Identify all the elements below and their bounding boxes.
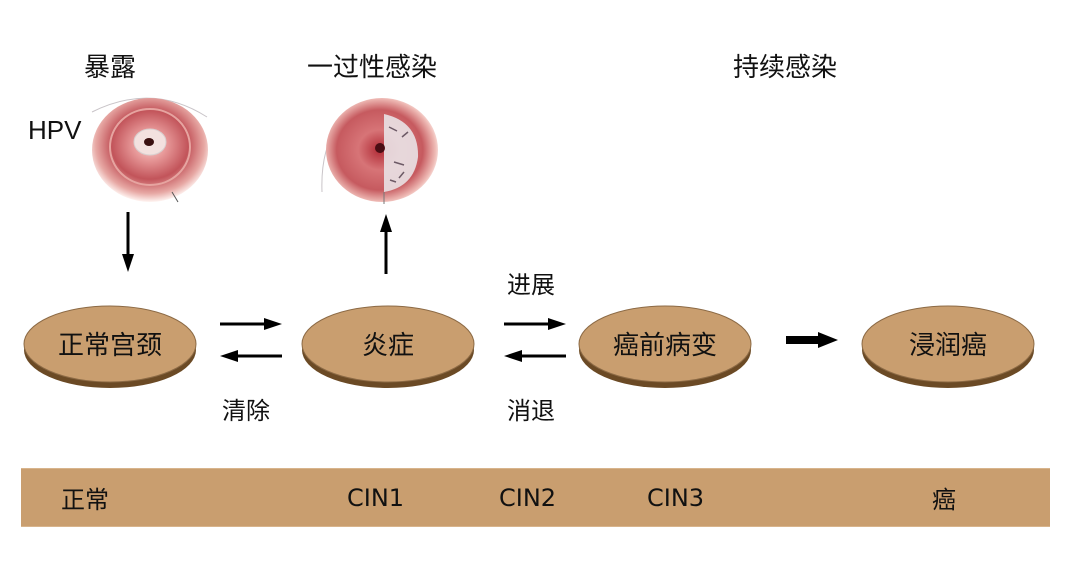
scale-label-cin1: CIN1 [347,483,405,512]
scale-label-cancer: 癌 [932,486,956,514]
ellipse-shape [578,305,752,388]
stage-normal-cervix: 正常宫颈 [22,304,198,390]
progression-label: 进展 [507,271,555,299]
stage-precancerous-lesion: 癌前病变 [577,304,753,390]
stage-inflammation: 炎症 [300,304,476,390]
arrow-left-icon [220,350,282,362]
cervix-transient-infection-illustration [314,92,444,207]
arrow-right-bold-icon [786,332,838,348]
arrow-up-icon [380,214,392,274]
arrow-down-icon [122,212,134,272]
scale-label-cin3: CIN3 [647,483,705,512]
stage-label: 炎症 [361,330,414,361]
ellipse-shape [23,305,197,388]
heading-exposure: 暴露 [84,53,137,83]
regression-label: 消退 [507,397,555,425]
stage-label: 浸润癌 [908,330,987,361]
stage-label: 癌前病变 [612,330,717,361]
scale-label-normal: 正常 [61,486,109,514]
arrow-left-icon [504,350,566,362]
arrow-right-icon [220,318,282,330]
heading-transient-infection: 一过性感染 [307,53,438,83]
heading-persistent-infection: 持续感染 [733,53,838,83]
cin-scale-bar: 正常 CIN1 CIN2 CIN3 癌 [21,468,1050,527]
arrow-right-icon [504,318,566,330]
scale-label-cin2: CIN2 [499,483,557,512]
stage-label: 正常宫颈 [57,330,162,361]
ellipse-shape [861,305,1035,388]
ellipse-shape [301,305,475,388]
hpv-label: HPV [28,115,82,145]
stage-invasive-cancer: 浸润癌 [860,304,1036,390]
clearance-label: 清除 [222,397,270,425]
cervix-exposure-illustration [82,92,222,207]
